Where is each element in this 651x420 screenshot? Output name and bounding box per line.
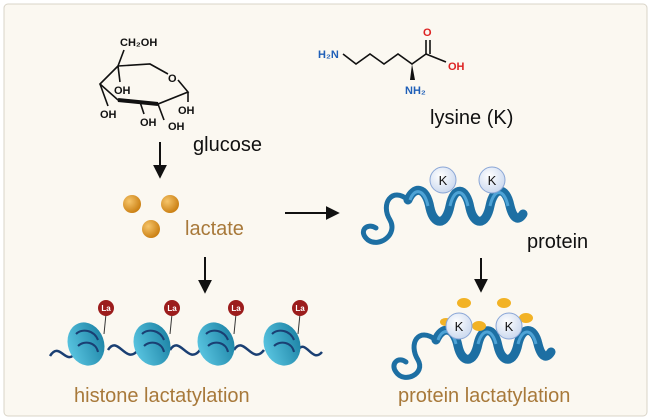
protein-lactylation: K K protein lactatylation	[391, 298, 570, 407]
lysine-label: lysine (K)	[430, 107, 513, 129]
lysine-structure: H₂N O OH NH₂ lysine (K)	[318, 27, 513, 129]
la-mark-2-label: La	[167, 304, 177, 313]
glucose-oh-c3: OH	[100, 109, 117, 121]
la-mark-4-label: La	[295, 304, 305, 313]
glucose-oh-c2: OH	[140, 117, 157, 129]
glucose-ring-oxygen: O	[168, 73, 177, 85]
protein-k2-label: K	[488, 173, 497, 188]
la-mark-3-label: La	[231, 304, 241, 313]
lysine-amine-h2n: H₂N	[318, 49, 339, 61]
la-mark-4	[292, 300, 308, 316]
lactate-ball-3	[142, 220, 160, 238]
protein-lactylation-label: protein lactatylation	[398, 385, 570, 407]
lactate-ball-1	[123, 195, 141, 213]
lactate-ball-2	[161, 195, 179, 213]
lactate-group: lactate	[123, 195, 244, 240]
nucleosome-1: La	[67, 300, 114, 366]
glucose-ch2oh: CH₂OH	[120, 37, 157, 49]
protein-top: K K protein	[361, 166, 588, 253]
glucose-oh-c1a: OH	[168, 121, 185, 133]
background-panel	[3, 3, 648, 417]
la-mark-1	[98, 300, 114, 316]
dna-strand	[48, 344, 323, 359]
glucose-label: glucose	[193, 134, 262, 156]
lysine-acid-oh: OH	[448, 61, 465, 73]
lactylated-protein-tail	[391, 332, 439, 380]
histone-lactylation-label: histone lactatylation	[74, 385, 250, 407]
lactylated-lysine-k1	[445, 312, 473, 340]
lactyl-mark-3	[472, 321, 486, 331]
la-mark-3	[228, 300, 244, 316]
lactyl-mark-1	[457, 298, 471, 308]
glucose-oh-c1: OH	[178, 105, 195, 117]
lactylated-protein-helix	[431, 325, 556, 364]
lactate-label: lactate	[185, 218, 244, 240]
lactylated-lysine-k2	[495, 312, 523, 340]
lysine-carbonyl-oxygen: O	[423, 27, 432, 39]
protein-tail	[361, 192, 411, 245]
protein-lysine-k1	[429, 166, 457, 194]
protein-k1-label: K	[439, 173, 448, 188]
la-mark-2	[164, 300, 180, 316]
protein-label: protein	[527, 231, 588, 253]
glucose-oh-c4: OH	[114, 85, 131, 97]
protein-helix	[403, 186, 528, 226]
lactylated-k1-label: K	[455, 319, 464, 334]
la-mark-1-label: La	[101, 304, 111, 313]
nucleosome-4: La	[263, 300, 308, 366]
lactyl-mark-2	[497, 298, 511, 308]
histone-chromatin: La La La La histone lactatylation	[48, 300, 323, 407]
lactyl-mark-4	[519, 313, 533, 323]
lysine-alpha-nh2: NH₂	[405, 85, 426, 97]
glucose-structure: CH₂OH O OH OH OH OH OH glucose	[98, 37, 262, 156]
nucleosome-3: La	[197, 300, 244, 366]
protein-lysine-k2	[478, 166, 506, 194]
lactylated-k2-label: K	[505, 319, 514, 334]
nucleosome-2: La	[133, 300, 180, 366]
